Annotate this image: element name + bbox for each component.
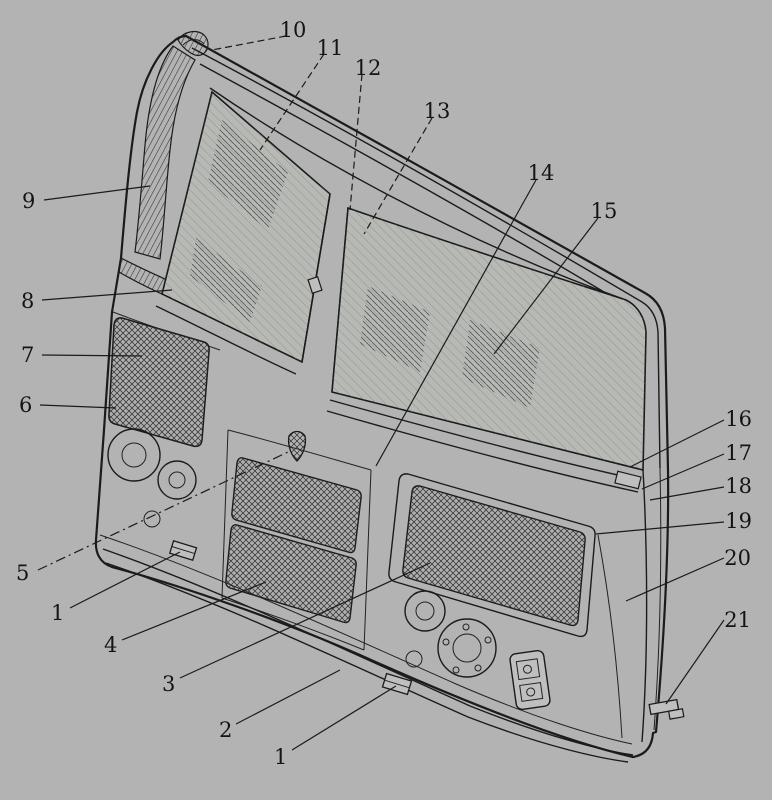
corner-bracket xyxy=(648,698,685,720)
left-headlights xyxy=(107,428,197,528)
leader-line-8 xyxy=(41,289,173,301)
callout-label-12: 12 xyxy=(355,56,382,80)
callout-label-3: 3 xyxy=(162,672,175,696)
leader-line-11 xyxy=(259,53,325,151)
body-outline xyxy=(94,34,670,759)
leader-line-15 xyxy=(493,217,599,355)
right-lamp-ring xyxy=(404,590,446,632)
leader-line-16 xyxy=(629,419,725,468)
right-grille xyxy=(388,473,596,638)
callout-label-15: 15 xyxy=(591,199,618,223)
windshield-left xyxy=(161,90,331,364)
leader-line-10 xyxy=(211,35,287,51)
callout-label-21: 21 xyxy=(724,608,751,632)
leader-line-19 xyxy=(595,521,725,535)
divider-latch xyxy=(307,276,323,294)
bumper-clips xyxy=(168,539,413,696)
lower-windshield-molding xyxy=(155,305,642,493)
callout-label-20: 20 xyxy=(724,546,751,570)
right-headlight-ring xyxy=(437,618,497,678)
callout-label-16: 16 xyxy=(725,407,752,431)
leader-line-17 xyxy=(641,453,725,490)
leader-line-18 xyxy=(649,486,725,501)
center-grilles xyxy=(221,429,372,651)
glass-reflection xyxy=(208,120,288,230)
leader-line-12 xyxy=(349,73,363,211)
callout-label-8: 8 xyxy=(21,289,34,313)
leader-line-13 xyxy=(363,117,433,235)
callout-label-13: 13 xyxy=(424,99,451,123)
callout-label-18: 18 xyxy=(725,474,752,498)
right-headlights xyxy=(404,590,497,678)
leader-line-3 xyxy=(179,562,431,679)
left-grille xyxy=(108,317,210,448)
left-small-lamp xyxy=(143,510,161,528)
molding-clamp xyxy=(614,470,642,490)
leader-line-20 xyxy=(625,557,725,602)
glass-reflection xyxy=(190,238,262,322)
callout-label-14: 14 xyxy=(528,161,555,185)
callout-label-11: 11 xyxy=(317,36,344,60)
leader-line-14 xyxy=(375,179,537,467)
left-lamp-ring xyxy=(157,460,197,500)
leader-line-7 xyxy=(41,354,143,357)
callout-label-10: 10 xyxy=(280,18,307,42)
callout-label-19: 19 xyxy=(725,509,752,533)
callout-label-9: 9 xyxy=(22,189,35,213)
left-headlight-ring xyxy=(107,428,161,482)
callout-label-17: 17 xyxy=(725,441,752,465)
leader-line-21 xyxy=(665,619,725,705)
callouts: 10 11 12 13 14 15 9 8 7 6 5 1 4 3 2 1 16… xyxy=(16,18,752,769)
leader-line-5 xyxy=(37,451,289,571)
glass-reflection xyxy=(462,320,540,408)
right-side-panel xyxy=(597,467,662,743)
marker-lamp xyxy=(509,649,551,711)
callout-label-6: 6 xyxy=(19,393,32,417)
callout-label-1a: 1 xyxy=(51,601,64,625)
callout-label-5: 5 xyxy=(16,561,29,585)
callout-label-7: 7 xyxy=(21,343,34,367)
callout-label-4: 4 xyxy=(104,633,117,657)
callout-label-2: 2 xyxy=(219,718,232,742)
glass-reflection xyxy=(360,286,430,372)
right-small-lamp xyxy=(405,650,423,668)
leader-line-2 xyxy=(235,669,341,725)
leader-line-4 xyxy=(121,581,267,641)
callout-label-1b: 1 xyxy=(274,745,287,769)
bumper-strips xyxy=(99,534,634,763)
leader-line-1b xyxy=(291,685,397,751)
leader-line-6 xyxy=(39,404,117,409)
roof-edge-curl xyxy=(177,30,209,56)
leader-line-9 xyxy=(43,185,151,201)
leader-line-1a xyxy=(69,551,181,609)
